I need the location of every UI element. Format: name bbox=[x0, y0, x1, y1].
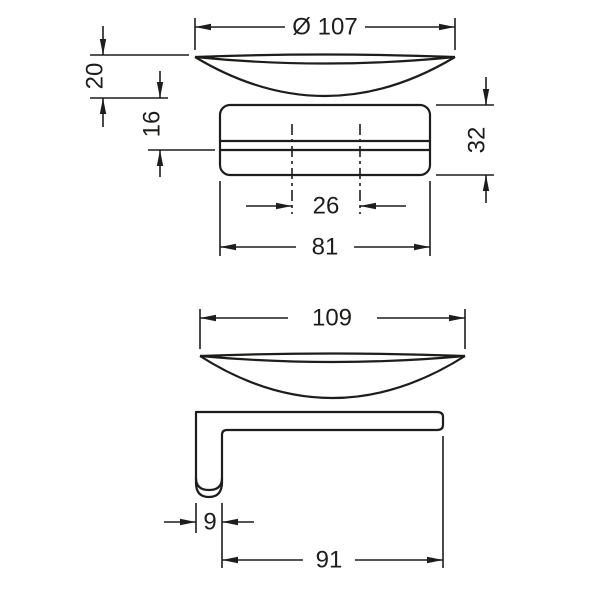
dimension-overall-width: 109 bbox=[199, 305, 466, 349]
dimension-label-hole-spacing: 26 bbox=[313, 193, 340, 220]
dimension-label-diameter: Ø 107 bbox=[292, 14, 357, 41]
dimension-rim-to-groove: 16 bbox=[139, 71, 215, 177]
dimension-label-body-width: 81 bbox=[312, 234, 339, 261]
holder-body-outline bbox=[218, 103, 432, 177]
side-view bbox=[194, 352, 466, 499]
dimension-label-bracket-depth: 91 bbox=[316, 547, 343, 574]
dimension-body-height: 32 bbox=[436, 77, 494, 203]
front-view bbox=[194, 53, 456, 177]
dimension-body-width: 81 bbox=[219, 181, 431, 261]
dimension-hole-spacing: 26 bbox=[246, 124, 406, 220]
wall-bracket-inner-edge bbox=[194, 477, 224, 492]
dish-rim-inner-line bbox=[194, 55, 456, 65]
dimension-wall-plate-thickness: 9 bbox=[164, 503, 254, 568]
dish-rim-outline bbox=[194, 53, 456, 59]
dish-rim-outline bbox=[199, 352, 466, 358]
wall-bracket-outline bbox=[194, 410, 445, 499]
dimension-label-wall-plate-thickness: 9 bbox=[203, 509, 216, 536]
dish-rim-inner-line bbox=[199, 354, 466, 364]
dimension-label-dish-height: 20 bbox=[82, 63, 109, 90]
dimension-label-overall-width: 109 bbox=[312, 305, 352, 332]
dimension-bracket-depth: 91 bbox=[222, 436, 444, 574]
dimension-label-rim-to-groove: 16 bbox=[139, 111, 166, 138]
dish-underside-outline bbox=[199, 355, 466, 400]
dimension-dish-height: 20 bbox=[82, 26, 189, 127]
dimension-label-body-height: 32 bbox=[464, 127, 491, 154]
dimension-diameter: Ø 107 bbox=[194, 14, 456, 50]
dish-underside-outline bbox=[194, 56, 456, 97]
